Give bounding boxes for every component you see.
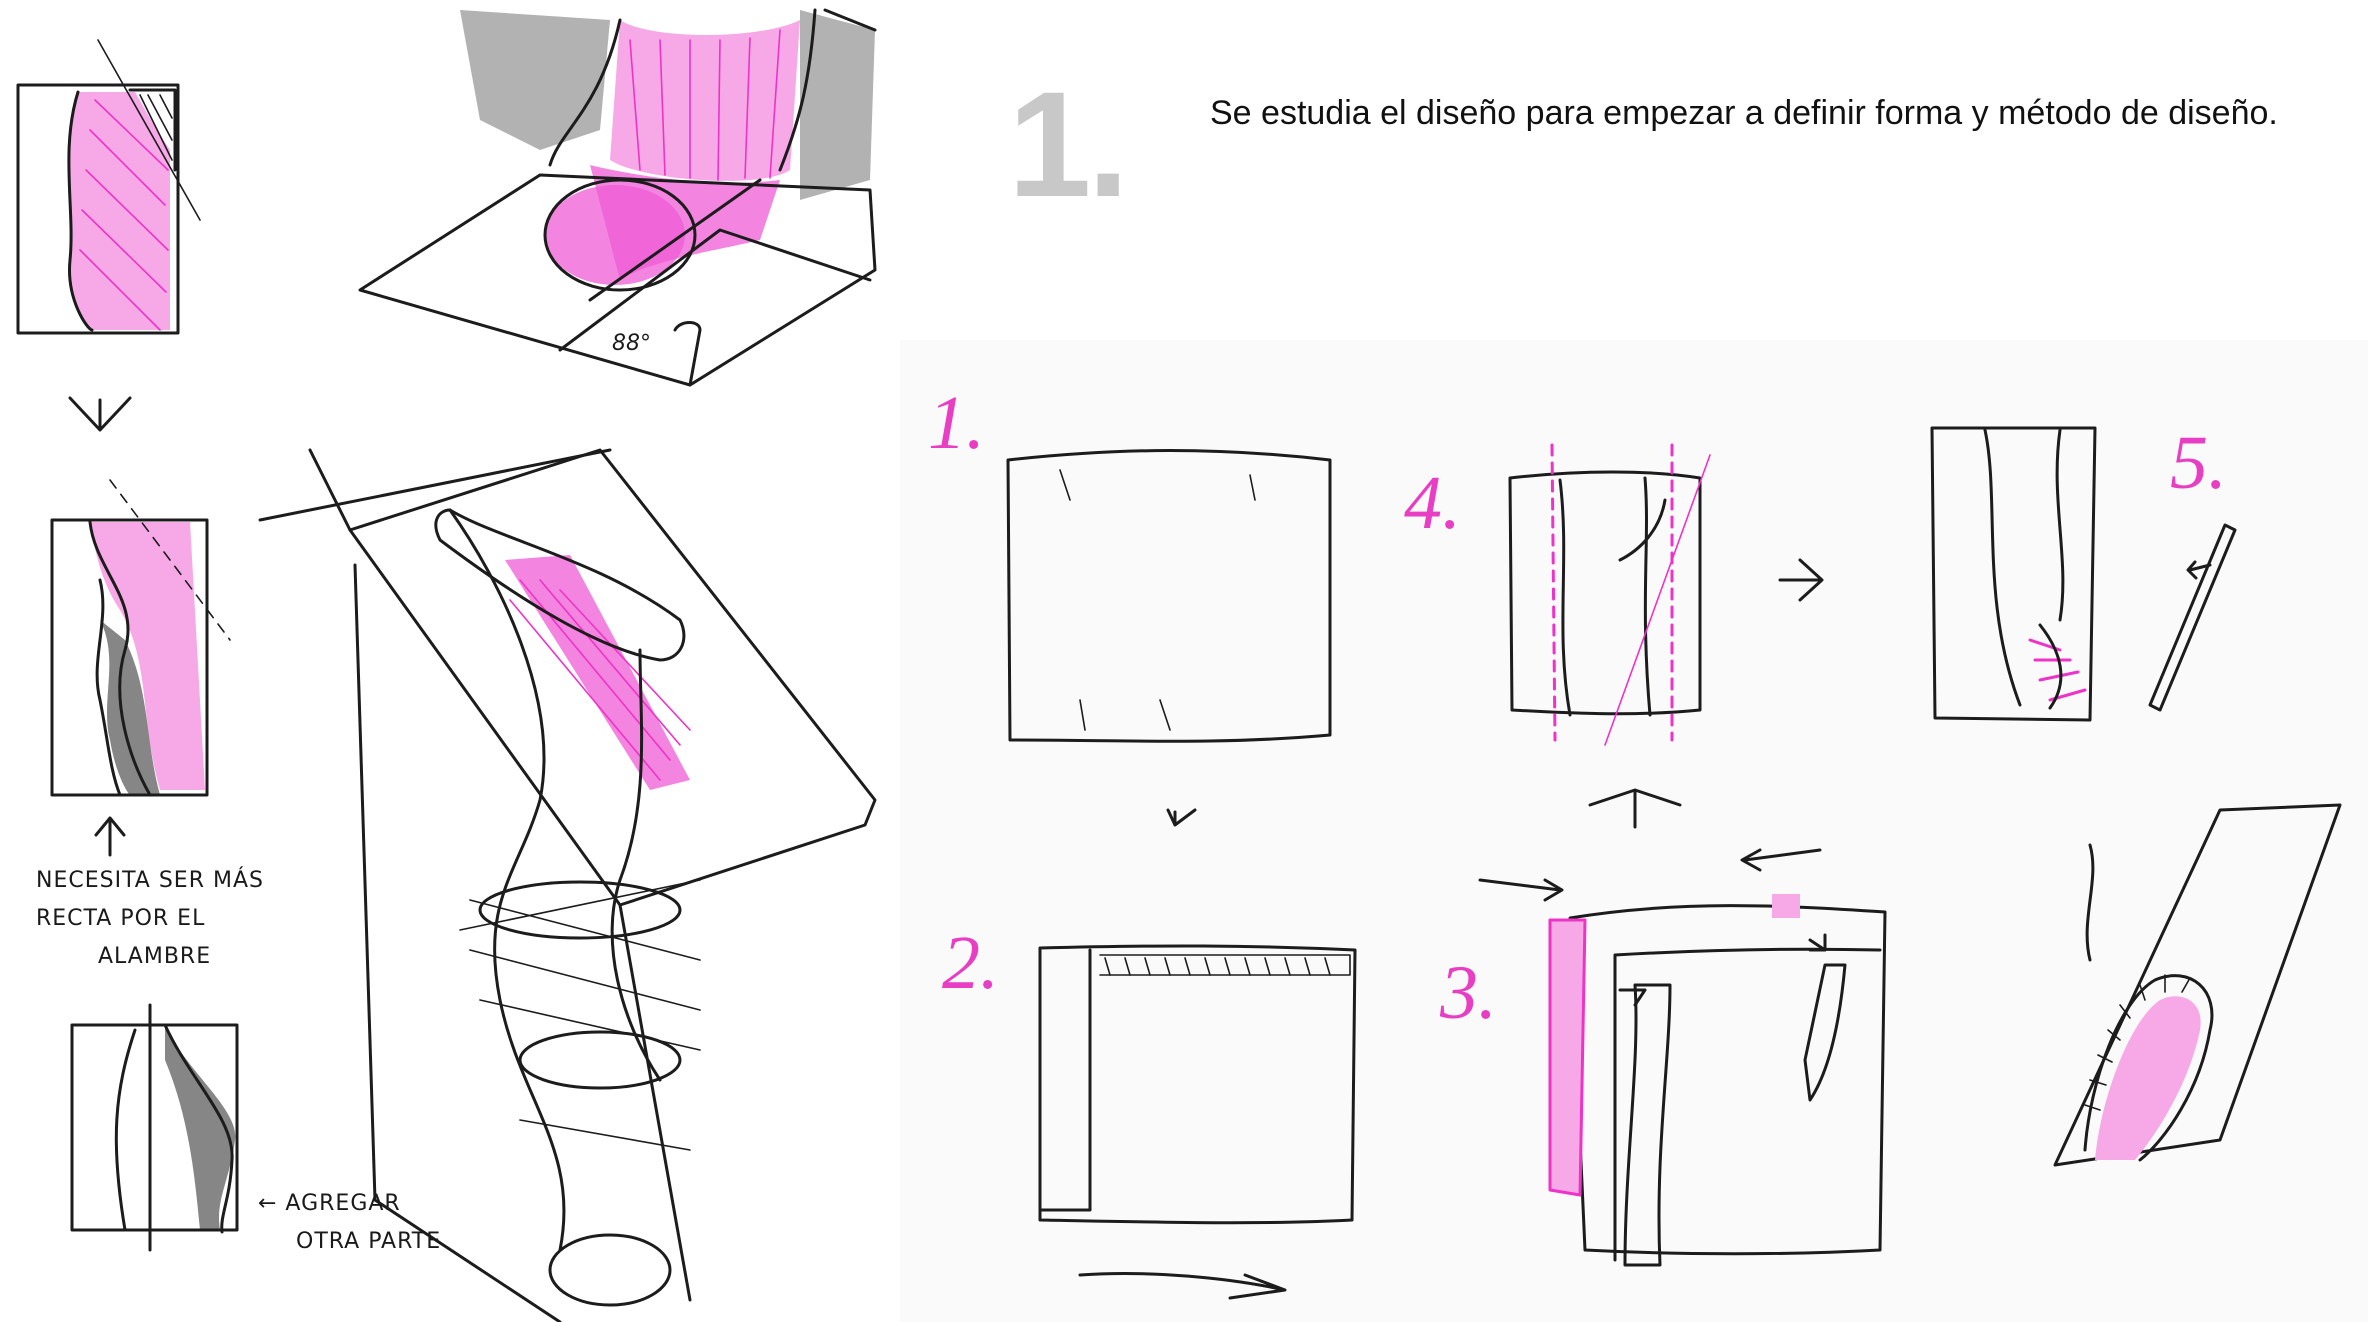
step-3-label: 3. (1440, 951, 1497, 1035)
note-line: ALAMBRE (98, 944, 212, 969)
note-line: OTRA PARTE (296, 1229, 442, 1254)
step-1-label: 1. (928, 381, 985, 465)
perspective-sketch-main (258, 448, 877, 1322)
note-line: ← AGREGAR (258, 1191, 401, 1216)
note-line: RECTA POR EL (36, 906, 206, 931)
step-4-label: 4. (1404, 461, 1461, 545)
note-add-part: ← AGREGAR OTRA PARTE (258, 1185, 441, 1261)
note-needs-straighter: NECESITA SER MÁS RECTA POR EL ALAMBRE (36, 862, 264, 976)
profile-sketch-top (16, 39, 201, 335)
step-5-label: 5. (2170, 421, 2227, 505)
arrow-down-icon (68, 396, 132, 432)
step-5-sketch (1930, 426, 2342, 1167)
step-3-sketch (1478, 788, 1887, 1267)
note-line: NECESITA SER MÁS (36, 868, 264, 893)
profile-sketch-middle (50, 479, 231, 797)
step-2-label: 2. (942, 921, 999, 1005)
section-description: Se estudia el diseño para empezar a defi… (1210, 94, 2278, 132)
arrow-up-icon (94, 816, 126, 857)
perspective-sketch-top (358, 8, 877, 387)
step-1-sketch (1006, 449, 1332, 827)
section-number: 1. (1008, 60, 1129, 228)
step-4-sketch (1508, 443, 1824, 746)
profile-sketch-bottom (70, 1003, 239, 1252)
angle-label: 88° (612, 331, 651, 356)
step-2-sketch (1038, 944, 1357, 1300)
